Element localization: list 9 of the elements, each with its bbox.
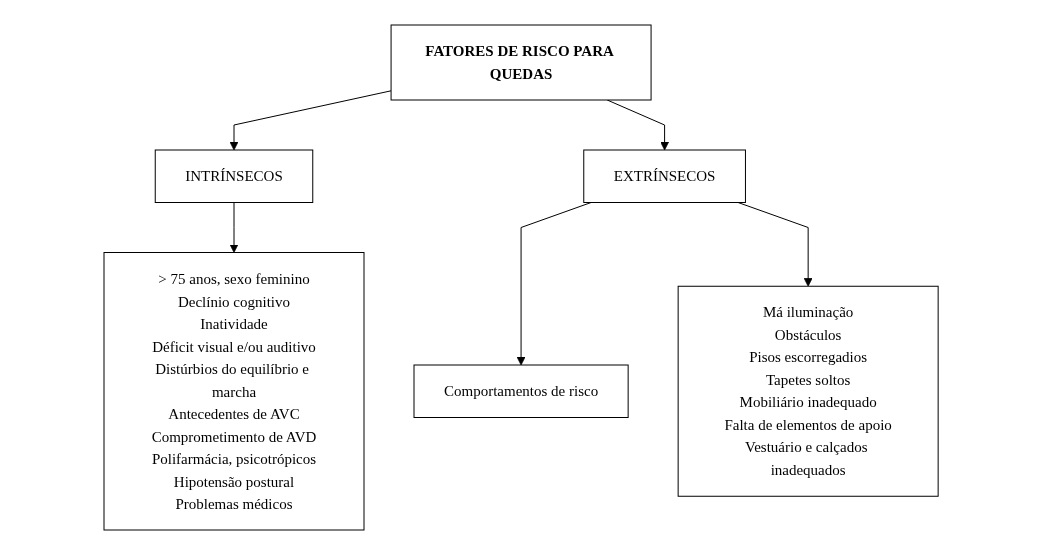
node-box: FATORES DE RISCO PARA QUEDAS xyxy=(391,24,652,101)
node-box: Má iluminação Obstáculos Pisos escorregadios Tapetes soltos Mobiliário inadequado Falta de elementos de apoio Vestuário e calçados inadequados xyxy=(678,285,940,497)
node-box: EXTRÍNSECOS xyxy=(583,149,747,203)
arrow xyxy=(738,202,813,287)
arrow xyxy=(230,202,239,253)
node-box: > 75 anos, sexo feminino Declínio cognitivo Inatividade Déficit visual e/ou auditivo Distúrbios do equilíbrio e marcha Antecedentes de AVC Comprometimento de AVD Polifarmácia, psicotrópicos Hipotensão postural Problemas médicos xyxy=(103,252,365,531)
arrow xyxy=(230,90,392,151)
node-box: INTRÍNSECOS xyxy=(155,149,314,203)
node-box: Comportamentos de risco xyxy=(413,364,630,418)
